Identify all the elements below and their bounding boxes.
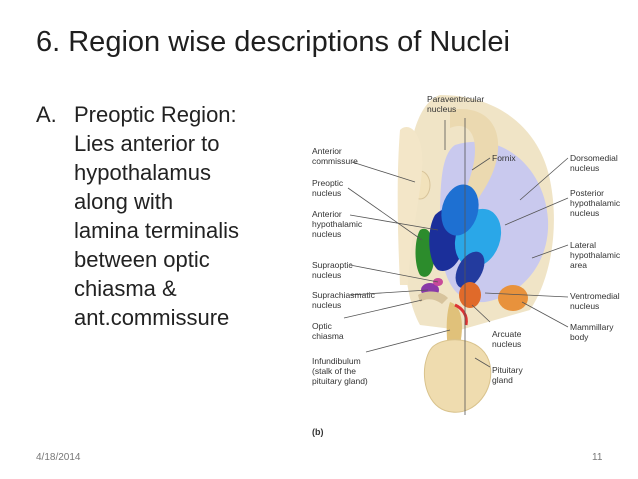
bullet-line: Preoptic Region: <box>74 102 237 127</box>
bullet-line: chiasma & <box>74 276 177 301</box>
slide-title: 6. Region wise descriptions of Nuclei <box>36 26 510 58</box>
arcuate-nucleus-shape <box>459 282 481 308</box>
pituitary-gland-shape <box>423 339 492 413</box>
bullet-text: Preoptic Region: Lies anterior to hypoth… <box>74 100 239 332</box>
lamina-terminalis <box>397 126 423 286</box>
posterior-hypothalamic-shape <box>441 184 479 236</box>
panel-label: (b) <box>312 427 324 437</box>
ventromedial-nucleus-shape <box>455 251 485 289</box>
bullet-line: hypothalamus <box>74 160 211 185</box>
footer-date: 4/18/2014 <box>36 452 81 463</box>
bullet-line: lamina terminalis <box>74 218 240 243</box>
bullet-line: along with <box>74 189 174 214</box>
bullet-line: ant.commissure <box>74 305 230 330</box>
label-fornix: Fornix <box>492 153 516 163</box>
slide-number: 11 <box>592 452 603 463</box>
optic-chiasma-shape <box>418 291 448 304</box>
bullet-letter: A. <box>36 102 57 127</box>
bullet-line: Lies anterior to <box>74 131 220 156</box>
blood-vessel <box>454 303 468 326</box>
mammillary-body-shape <box>498 285 528 311</box>
bullet-line: between optic <box>74 247 210 272</box>
